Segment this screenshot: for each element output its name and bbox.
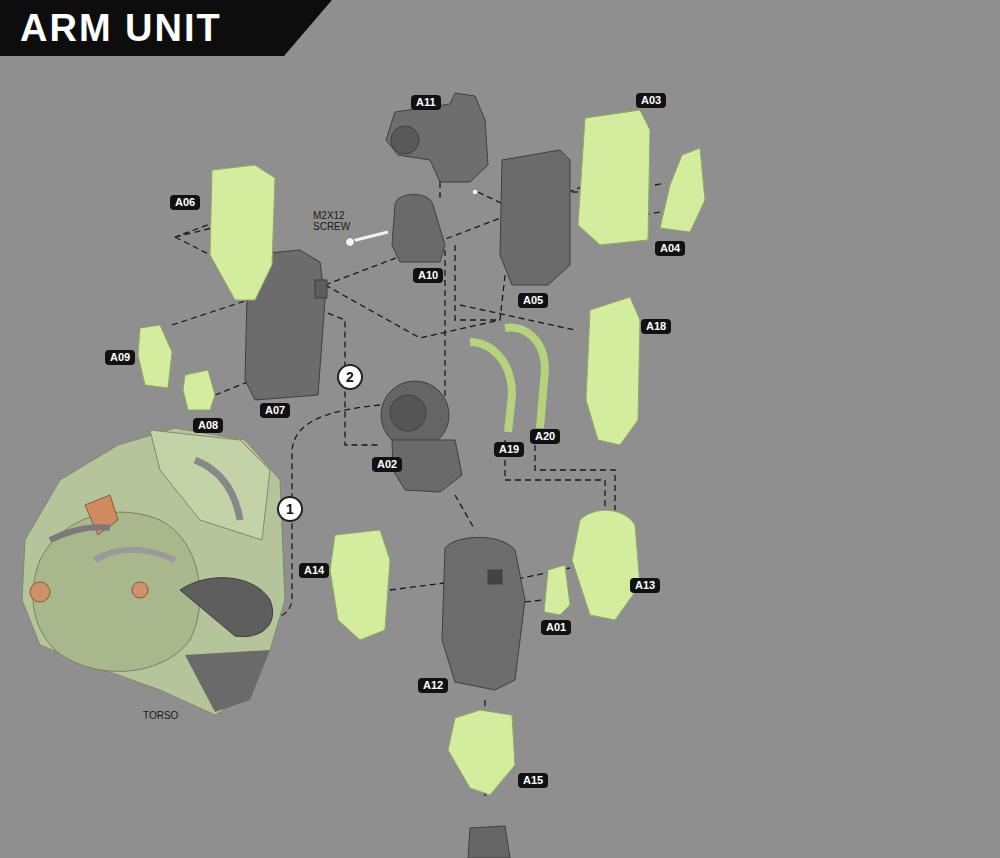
illustration-shape [195, 460, 240, 520]
illustration-shape [392, 440, 462, 492]
illustration-shape [470, 342, 512, 432]
illustration-shape [455, 495, 475, 530]
part-name: A11 [416, 96, 436, 108]
illustration-shape [325, 275, 505, 338]
illustration-shape [22, 428, 285, 715]
title-banner [0, 0, 332, 56]
part-badge: A08 [193, 418, 223, 433]
illustration-shape [30, 582, 50, 602]
part-badge: A07 [260, 403, 290, 418]
illustration-shape [132, 582, 148, 598]
part-badge: A13 [630, 578, 660, 593]
part-badge: A01 [541, 620, 571, 635]
part-badge: A06 [170, 195, 200, 210]
part-name: A10 [418, 269, 438, 281]
illustration-shape [315, 280, 327, 298]
illustration-shape [444, 250, 445, 400]
part-badge: A19 [494, 442, 524, 457]
part-badge: A12 [418, 678, 448, 693]
text-label: M2X12 SCREW [313, 210, 359, 232]
illustration-shape [183, 370, 215, 410]
part-name: A03 [641, 94, 661, 106]
part-name: A04 [660, 242, 680, 254]
illustration-shape [455, 245, 500, 320]
illustration-shape [500, 150, 570, 285]
illustration-shape [346, 238, 355, 247]
illustration-shape [488, 570, 502, 584]
illustration-shape [172, 300, 248, 325]
illustration-shape [95, 550, 175, 560]
illustration-shape [386, 93, 488, 182]
illustration-shape [210, 165, 275, 300]
illustration-shape [448, 710, 515, 795]
illustration-shape [185, 650, 270, 712]
illustration-shape [472, 189, 478, 195]
illustration-shape [381, 381, 449, 449]
torso-figure [22, 428, 285, 715]
illustration-shape [660, 148, 705, 232]
screw-symbol [346, 189, 479, 247]
illustration-shape [391, 126, 419, 154]
part-badge: A04 [655, 241, 685, 256]
part-badge: A09 [105, 350, 135, 365]
illustration-shape [655, 183, 665, 185]
part-name: A07 [265, 404, 285, 416]
part-badge: A02 [372, 457, 402, 472]
part-name: A18 [646, 320, 666, 332]
part-name: A19 [499, 443, 519, 455]
illustration-shape [439, 180, 440, 198]
illustration-shape [150, 430, 270, 540]
part-name: A09 [110, 351, 130, 363]
part-badge: A15 [518, 773, 548, 788]
page-title: ARM UNIT [20, 6, 222, 50]
part-badge: A10 [413, 268, 443, 283]
part-name: A13 [635, 579, 655, 591]
illustration-shape [138, 325, 172, 388]
callout-text: 1 [286, 501, 294, 517]
illustration-shape [442, 537, 525, 690]
part-badge: A03 [636, 93, 666, 108]
illustration-shape [392, 194, 445, 262]
part-name: A12 [423, 679, 443, 691]
part-name: A05 [523, 294, 543, 306]
part-name: A14 [304, 564, 324, 576]
callout-text: 2 [346, 369, 354, 385]
illustration-shape [586, 297, 640, 445]
part-name: A20 [535, 430, 555, 442]
green-parts [138, 110, 705, 795]
part-badge: A14 [299, 563, 329, 578]
illustration-shape [578, 110, 650, 245]
illustration-shape [535, 445, 615, 510]
callout-number: 1 [277, 496, 303, 522]
callout-number: 2 [337, 364, 363, 390]
illustration-shape [544, 565, 570, 615]
grey-parts [245, 93, 570, 858]
text-label: TORSO [143, 710, 178, 721]
illustration-shape [50, 527, 110, 540]
part-name: A01 [546, 621, 566, 633]
part-name: A08 [198, 419, 218, 431]
illustration-shape [180, 578, 273, 637]
part-name: A15 [523, 774, 543, 786]
part-badge: A05 [518, 293, 548, 308]
part-name: A02 [377, 458, 397, 470]
illustration-shape [352, 232, 388, 241]
part-name: A06 [175, 196, 195, 208]
part-badge: A11 [411, 95, 441, 110]
illustration-shape [572, 510, 640, 620]
illustration-shape [33, 512, 200, 671]
part-badge: A18 [641, 319, 671, 334]
illustration-shape [330, 530, 390, 640]
illustration-shape [505, 328, 545, 428]
illustration-shape [390, 583, 445, 590]
illustration-shape [572, 191, 580, 192]
illustration-shape [468, 826, 510, 858]
part-badge: A20 [530, 429, 560, 444]
illustration-shape [390, 395, 426, 431]
